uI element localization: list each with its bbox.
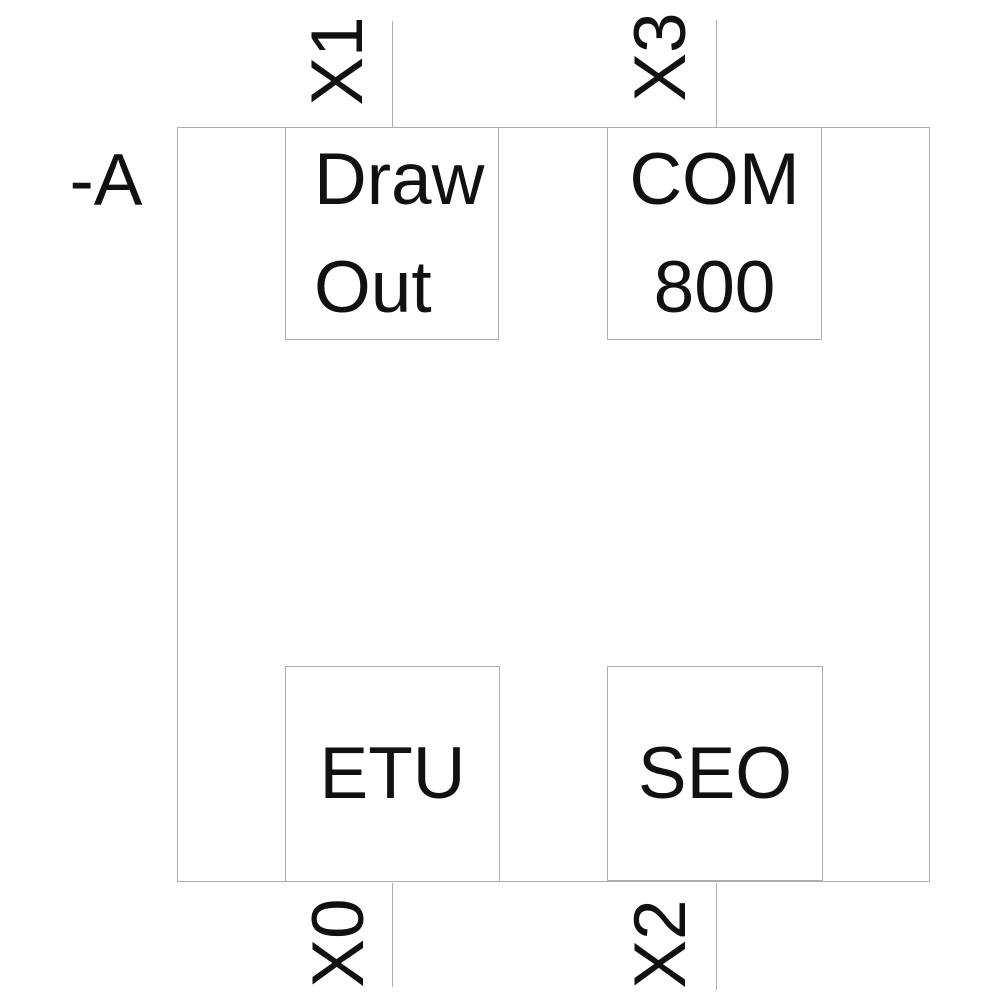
terminal-label-x3: X3 [619,12,701,102]
terminal-line-x3 [716,20,717,127]
device-reference-label: -A [69,139,143,221]
terminal-line-x1 [392,21,393,127]
block-etu: ETU [285,666,500,882]
block-seo: SEO [607,666,823,881]
terminal-label-x1: X1 [296,16,378,106]
block-com-800: COM 800 [607,127,822,340]
terminal-line-x0 [392,883,393,987]
block-etu-line1: ETU [319,733,466,814]
terminal-line-x2 [716,883,717,990]
block-draw-out: Draw Out [285,127,499,340]
block-draw-out-line1: Draw [314,138,485,220]
block-seo-line1: SEO [637,732,793,814]
block-draw-out-line2: Out [314,246,432,328]
block-com-800-line2: 800 [653,246,776,328]
terminal-label-x2: X2 [619,899,701,989]
block-com-800-line1: COM [629,138,800,220]
terminal-label-x0: X0 [297,898,379,988]
